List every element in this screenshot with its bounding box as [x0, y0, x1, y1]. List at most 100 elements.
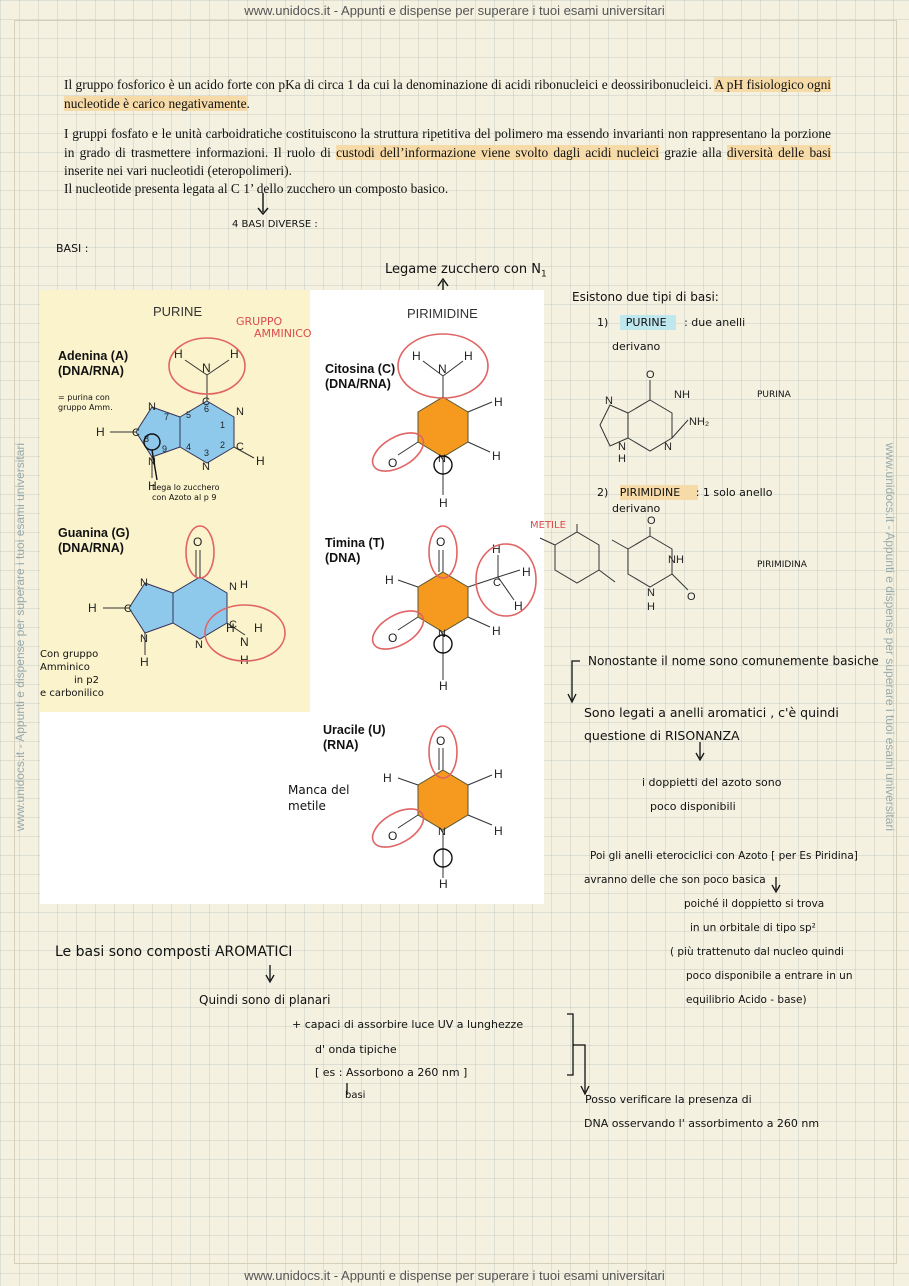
note-basi: BASI : — [56, 242, 89, 255]
note-poi-anelli: Poi gli anelli eterociclici con Azoto [ … — [590, 850, 858, 862]
note-poco-disponibile: poco disponibile a entrare in un — [686, 970, 853, 982]
note-text: PURINE — [625, 316, 667, 329]
note-text: : 1 solo anello — [695, 486, 773, 499]
name-text: Adenina (A) — [58, 349, 129, 363]
svg-text:H: H — [492, 624, 501, 638]
name-sub: (DNA/RNA) — [58, 364, 124, 378]
page-border — [14, 20, 897, 1264]
paragraph-information: I gruppi fosfato e le unità carboidratic… — [64, 125, 832, 181]
svg-text:8: 8 — [144, 434, 149, 444]
note-basi-small: basi — [345, 1090, 366, 1101]
timina-name: Timina (T)(DNA) — [325, 536, 385, 566]
watermark-banner-bottom: www.unidocs.it - Appunti e dispense per … — [244, 1268, 665, 1283]
svg-text:O: O — [193, 535, 202, 549]
name-text: Uracile (U) — [323, 723, 386, 737]
svg-text:N: N — [438, 826, 446, 838]
svg-text:H: H — [240, 579, 248, 591]
svg-text:C: C — [493, 577, 501, 589]
svg-text:N: N — [236, 406, 244, 418]
citosina-name: Citosina (C)(DNA/RNA) — [325, 362, 395, 392]
svg-text:C: C — [236, 441, 244, 453]
name-sub: (DNA/RNA) — [58, 541, 124, 555]
svg-text:N: N — [140, 633, 148, 645]
pirimidine-heading: PIRIMIDINE — [407, 306, 478, 321]
note-aromatici: Le basi sono composti AROMATICI — [55, 944, 293, 960]
svg-text:H: H — [464, 349, 473, 363]
name-text: Timina (T) — [325, 536, 385, 550]
note-poco-basica: avranno delle che son poco basica — [584, 874, 766, 886]
svg-text:O: O — [388, 631, 397, 645]
svg-text:H: H — [492, 542, 501, 556]
svg-text:N: N — [438, 453, 446, 465]
note-text: in p2 — [74, 675, 100, 686]
watermark-banner-top: www.unidocs.it - Appunti e dispense per … — [244, 3, 665, 18]
note-pirimidine-line: 2) PIRIMIDINE : 1 solo anello — [597, 486, 772, 499]
name-sub: (DNA/RNA) — [325, 377, 391, 391]
svg-text:H: H — [385, 573, 394, 587]
label-pirimidina: PIRIMIDINA — [757, 560, 807, 570]
note-metile: METILE — [530, 520, 566, 531]
svg-text:H: H — [88, 601, 97, 615]
svg-text:C: C — [229, 619, 237, 631]
note-capaci-assorbire: + capaci di assorbire luce UV a lunghezz… — [292, 1018, 524, 1031]
text-run: . — [246, 95, 250, 111]
note-text: Manca del — [288, 783, 350, 797]
svg-text:N: N — [140, 577, 148, 589]
svg-text:N: N — [202, 461, 210, 473]
note-onda-tipiche: d' onda tipiche — [315, 1043, 397, 1056]
note-purine-line: 1) PURINE : due anelli — [597, 316, 745, 329]
note-text: con Azoto al p 9 — [152, 493, 217, 502]
note-esistono: Esistono due tipi di basi: — [572, 290, 719, 304]
paragraph-phosphate: Il gruppo fosforico è un acido forte con… — [64, 76, 831, 113]
svg-text:3: 3 — [204, 448, 209, 458]
svg-text:H: H — [492, 449, 501, 463]
svg-text:O: O — [436, 535, 445, 549]
paragraph-nucleotide: Il nucleotide presenta legata al C 1’ de… — [64, 181, 449, 196]
note-subscript: 1 — [540, 269, 547, 280]
svg-text:N: N — [229, 581, 237, 593]
svg-text:N: N — [195, 639, 203, 651]
adenina-name: Adenina (A)(DNA/RNA) — [58, 349, 128, 379]
note-text: 2) — [597, 486, 609, 499]
note-nonostante: Nonostante il nome sono comunemente basi… — [588, 654, 879, 668]
bases-structures-svg: N H H C N C N N C N H H H 1 2 3 4 5 6 7 — [88, 333, 537, 891]
svg-text:5: 5 — [186, 410, 191, 420]
guanina-name: Guanina (G)(DNA/RNA) — [58, 526, 130, 556]
note-pirimidine-derivano: derivano — [612, 502, 661, 515]
svg-text:1: 1 — [220, 420, 225, 430]
note-basi-diverse: 4 BASI DIVERSE : — [232, 219, 318, 230]
svg-text:H: H — [140, 655, 149, 669]
svg-text:N: N — [438, 628, 446, 640]
name-sub: (RNA) — [323, 738, 359, 752]
text-run: inserite nei vari nucleotidi (eteropolim… — [64, 163, 292, 178]
svg-text:H: H — [494, 824, 503, 838]
note-text: AMMINICO — [254, 327, 312, 340]
note-es-260: [ es : Assorbono a 260 nm ] — [315, 1066, 468, 1079]
svg-text:C: C — [124, 603, 132, 615]
text-run: Il gruppo fosforico è un acido forte con… — [64, 77, 715, 92]
svg-text:H: H — [256, 454, 265, 468]
svg-text:H: H — [96, 425, 105, 439]
svg-text:C: C — [132, 427, 140, 439]
svg-text:H: H — [226, 621, 235, 635]
svg-text:4: 4 — [186, 442, 191, 452]
highlight-run: diversità delle basi — [726, 144, 832, 160]
svg-text:O: O — [388, 829, 397, 843]
svg-text:N: N — [148, 456, 156, 468]
note-doppietto-si-trova: poiché il doppietto si trova — [684, 898, 825, 910]
svg-text:H: H — [254, 621, 263, 635]
uracile-name: Uracile (U)(RNA) — [323, 723, 386, 753]
label-purina: PURINA — [757, 390, 791, 400]
svg-text:6: 6 — [204, 404, 209, 414]
svg-text:7: 7 — [164, 412, 169, 422]
svg-text:N: N — [240, 635, 249, 649]
name-text: Guanina (G) — [58, 526, 130, 540]
note-posso-verificare: Posso verificare la presenza di — [585, 1093, 752, 1106]
bases-figure: PURINE PIRIMIDINE Adenina (A)(DNA/RNA) G… — [40, 290, 566, 904]
svg-text:H: H — [148, 479, 157, 493]
highlight-run: custodi dell’informazione viene svolto d… — [336, 144, 660, 160]
